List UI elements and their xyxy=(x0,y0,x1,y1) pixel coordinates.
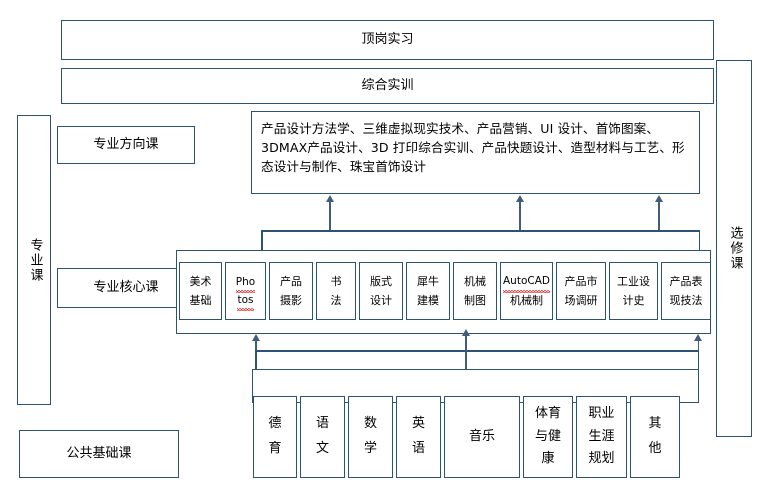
public-course-line1: 语 xyxy=(315,416,329,432)
public-course-cell: 体育 与健 康 xyxy=(523,396,573,478)
arrow-stem-public-2 xyxy=(465,334,467,370)
core-course-line1: 产品市 xyxy=(564,274,598,288)
public-course-line3: 康 xyxy=(541,451,555,467)
core-course-line2: 法 xyxy=(330,294,342,307)
label-elective-courses-vertical: 选修课 xyxy=(716,60,752,437)
core-course-line2: tos xyxy=(237,291,254,312)
arrow-stem-direction-1 xyxy=(329,200,331,230)
core-course-cell: 工业设 计史 xyxy=(609,262,658,320)
core-course-line1: 美术 xyxy=(189,274,212,288)
core-course-cell: 产品表 现技法 xyxy=(661,262,711,320)
box-comprehensive-training-label: 综合实训 xyxy=(361,77,414,93)
arrow-stem-direction-2 xyxy=(519,200,521,230)
label-public-basic-courses: 公共基础课 xyxy=(19,430,179,478)
arrow-head-direction-1 xyxy=(325,195,334,202)
core-course-line1: 产品表 xyxy=(669,274,703,288)
public-course-line2: 学 xyxy=(363,441,377,456)
label-direction-courses: 专业方向课 xyxy=(57,126,195,164)
public-course-line1: 音乐 xyxy=(468,428,495,444)
core-course-line2: 设计 xyxy=(370,294,392,307)
core-course-cell: 书 法 xyxy=(316,262,356,320)
public-course-line2: 他 xyxy=(648,441,662,456)
core-course-line1: 产品 xyxy=(280,274,302,288)
core-course-line1: 版式 xyxy=(370,274,392,288)
core-course-cell: 美术 基础 xyxy=(179,262,222,320)
label-core-courses: 专业核心课 xyxy=(57,268,195,308)
box-direction-courses-content: 产品设计方法学、三维虚拟现实技术、产品营销、UI 设计、首饰图案、3DMAX产品… xyxy=(251,111,700,194)
bracket-direction-right-riser xyxy=(698,230,700,250)
label-core-courses-text: 专业核心课 xyxy=(93,279,159,295)
label-professional-courses-vertical: 专业课 xyxy=(17,115,51,405)
box-internship-label: 顶岗实习 xyxy=(361,31,414,47)
public-course-line1: 数 xyxy=(363,416,377,432)
public-course-line2: 文 xyxy=(315,441,329,456)
arrow-head-direction-3 xyxy=(654,195,663,202)
label-elective-courses-text: 选修课 xyxy=(727,226,743,271)
public-course-line2: 生涯 xyxy=(588,428,615,444)
core-course-line1: Pho xyxy=(235,273,256,294)
public-course-line1: 体育 xyxy=(534,405,561,421)
core-course-line2: 计史 xyxy=(622,294,645,307)
core-course-line2: 摄影 xyxy=(280,294,302,307)
public-course-cell: 德 育 xyxy=(253,396,297,478)
core-course-line1: 犀牛 xyxy=(417,274,439,288)
direction-courses-text: 产品设计方法学、三维虚拟现实技术、产品营销、UI 设计、首饰图案、3DMAX产品… xyxy=(261,121,685,175)
public-course-line2: 语 xyxy=(411,441,425,456)
core-course-line1: AutoCAD xyxy=(503,272,550,293)
core-course-cell: Pho tos xyxy=(225,262,266,320)
public-course-line1: 其 xyxy=(648,416,662,432)
core-course-cell: 版式 设计 xyxy=(359,262,403,320)
bracket-public-left-riser xyxy=(255,350,257,369)
bracket-direction-horizontal xyxy=(261,230,700,232)
core-course-cell: AutoCAD 机械制 xyxy=(500,262,553,320)
public-course-cell: 音乐 xyxy=(444,396,520,478)
public-course-cell: 英 语 xyxy=(396,396,441,478)
label-public-basic-courses-text: 公共基础课 xyxy=(66,445,132,461)
public-course-cell: 其 他 xyxy=(630,396,680,478)
core-course-line2: 制图 xyxy=(464,294,486,307)
public-course-cell: 职业 生涯 规划 xyxy=(576,396,627,478)
label-professional-courses-text: 专业课 xyxy=(27,237,43,283)
public-course-line1: 英 xyxy=(411,416,425,432)
bracket-direction-left-riser xyxy=(261,230,263,250)
bracket-public-right-riser xyxy=(697,350,699,369)
public-course-line1: 职业 xyxy=(588,405,615,421)
core-course-line2: 基础 xyxy=(189,294,212,307)
arrow-stem-direction-3 xyxy=(658,200,660,230)
core-course-line1: 机械 xyxy=(464,274,486,288)
core-course-cell: 犀牛 建模 xyxy=(406,262,450,320)
public-course-cell: 语 文 xyxy=(300,396,345,478)
core-course-cell: 产品 摄影 xyxy=(269,262,313,320)
core-course-line1: 工业设 xyxy=(617,274,650,288)
public-course-line1: 德 xyxy=(268,416,282,432)
arrow-stem-public-1 xyxy=(255,340,257,351)
arrow-stem-public-3 xyxy=(697,340,699,351)
arrow-head-public-2 xyxy=(461,329,470,336)
arrow-head-direction-2 xyxy=(515,195,524,202)
box-comprehensive-training: 综合实训 xyxy=(61,68,714,104)
arrow-head-public-1 xyxy=(251,334,260,341)
core-course-line2: 场调研 xyxy=(564,294,598,307)
bracket-public-horizontal xyxy=(255,350,699,352)
core-course-cell: 产品市 场调研 xyxy=(556,262,606,320)
core-course-line2: 建模 xyxy=(417,294,439,307)
core-course-line1: 书 xyxy=(330,274,342,288)
box-internship: 顶岗实习 xyxy=(61,20,714,60)
core-course-cell: 机械 制图 xyxy=(453,262,497,320)
public-course-cell: 数 学 xyxy=(348,396,393,478)
arrow-head-public-3 xyxy=(694,334,702,341)
core-course-line2: 机械制 xyxy=(510,293,543,307)
label-direction-courses-text: 专业方向课 xyxy=(93,136,159,152)
core-course-line2: 现技法 xyxy=(669,294,703,307)
public-course-line2: 育 xyxy=(268,441,282,456)
public-course-line2: 与健 xyxy=(534,428,561,444)
public-course-line3: 规划 xyxy=(588,451,615,467)
